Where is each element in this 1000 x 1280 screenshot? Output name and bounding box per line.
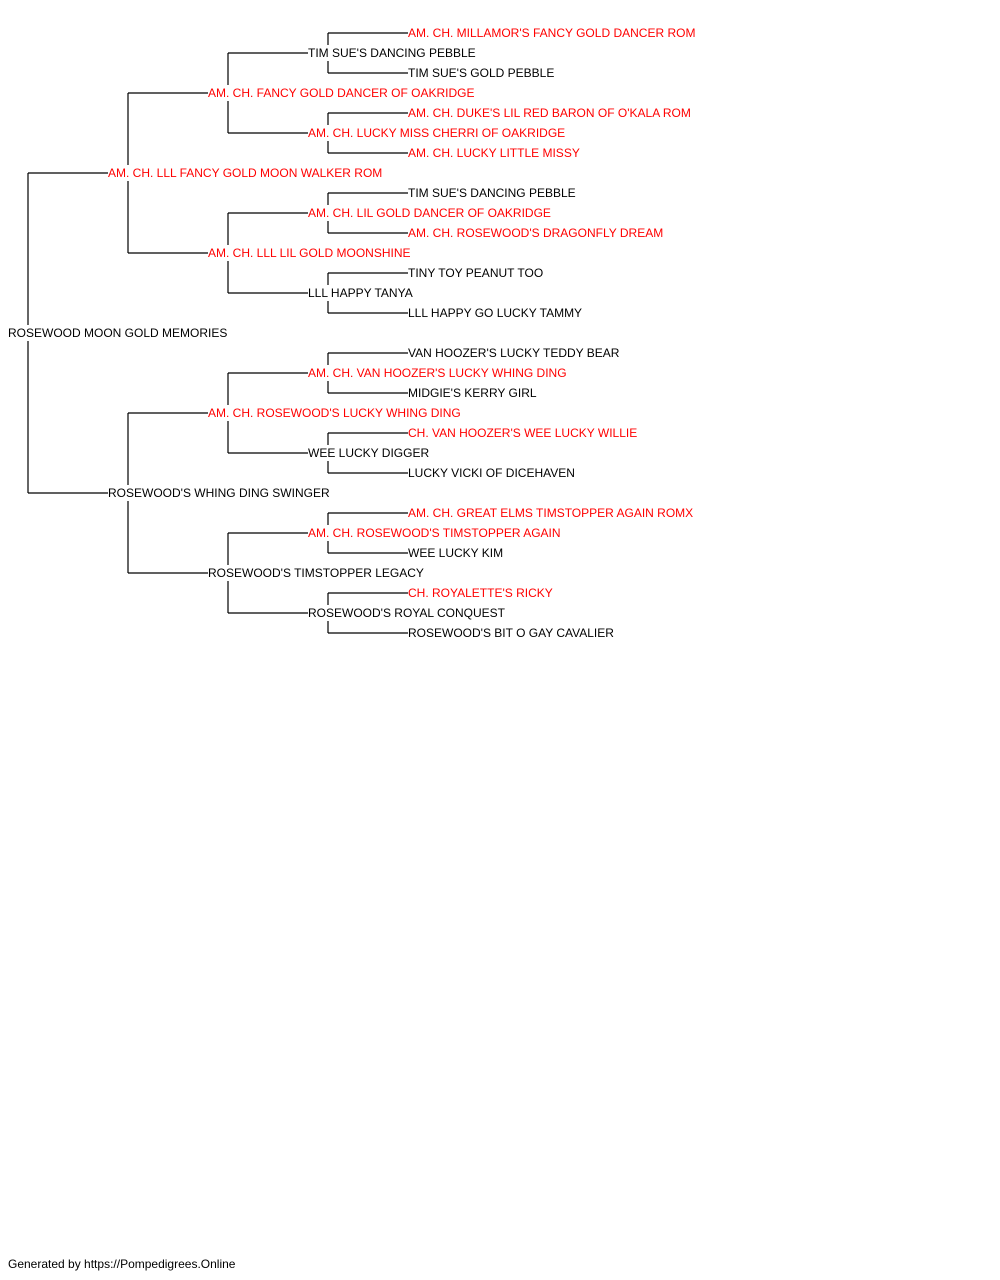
sire-name: AM. CH. LIL GOLD DANCER OF OAKRIDGE (308, 206, 551, 220)
dam-name: ROSEWOOD'S BIT O GAY CAVALIER (408, 626, 614, 640)
dam-name: AM. CH. LUCKY LITTLE MISSY (408, 146, 580, 160)
sire-name: AM. CH. MILLAMOR'S FANCY GOLD DANCER ROM (408, 26, 695, 40)
dam-name: AM. CH. LLL LIL GOLD MOONSHINE (208, 246, 411, 260)
sire-name: AM. CH. FANCY GOLD DANCER OF OAKRIDGE (208, 86, 474, 100)
sire-name: AM. CH. ROSEWOOD'S LUCKY WHING DING (208, 406, 461, 420)
dam-name: AM. CH. LUCKY MISS CHERRI OF OAKRIDGE (308, 126, 565, 140)
sire-name: CH. VAN HOOZER'S WEE LUCKY WILLIE (408, 426, 637, 440)
sire-name: TIM SUE'S DANCING PEBBLE (308, 46, 476, 60)
generated-by-footer: Generated by https://Pompedigrees.Online (8, 1257, 236, 1271)
dam-name: ROSEWOOD'S WHING DING SWINGER (108, 486, 330, 500)
dam-name: LLL HAPPY GO LUCKY TAMMY (408, 306, 582, 320)
dam-name: TIM SUE'S GOLD PEBBLE (408, 66, 554, 80)
dam-name: LUCKY VICKI OF DICEHAVEN (408, 466, 575, 480)
dam-name: LLL HAPPY TANYA (308, 286, 413, 300)
dam-name: ROSEWOOD'S ROYAL CONQUEST (308, 606, 506, 620)
sire-name: AM. CH. ROSEWOOD'S TIMSTOPPER AGAIN (308, 526, 561, 540)
sire-name: AM. CH. DUKE'S LIL RED BARON OF O'KALA R… (408, 106, 691, 120)
dam-name: AM. CH. ROSEWOOD'S DRAGONFLY DREAM (408, 226, 663, 240)
dam-name: WEE LUCKY KIM (408, 546, 503, 560)
sire-name: TINY TOY PEANUT TOO (408, 266, 543, 280)
pedigree-tree: ROSEWOOD MOON GOLD MEMORIES AM. CH. LLL F… (8, 26, 695, 640)
sire-name: TIM SUE'S DANCING PEBBLE (408, 186, 576, 200)
sire-name: AM. CH. LLL FANCY GOLD MOON WALKER ROM (108, 166, 382, 180)
subject-dog-name: ROSEWOOD MOON GOLD MEMORIES (8, 326, 227, 340)
dam-name: ROSEWOOD'S TIMSTOPPER LEGACY (208, 566, 424, 580)
dam-name: WEE LUCKY DIGGER (308, 446, 429, 460)
dam-name: MIDGIE'S KERRY GIRL (408, 386, 537, 400)
sire-name: VAN HOOZER'S LUCKY TEDDY BEAR (408, 346, 620, 360)
sire-name: AM. CH. GREAT ELMS TIMSTOPPER AGAIN ROMX (408, 506, 693, 520)
sire-name: AM. CH. VAN HOOZER'S LUCKY WHING DING (308, 366, 567, 380)
sire-name: CH. ROYALETTE'S RICKY (408, 586, 553, 600)
